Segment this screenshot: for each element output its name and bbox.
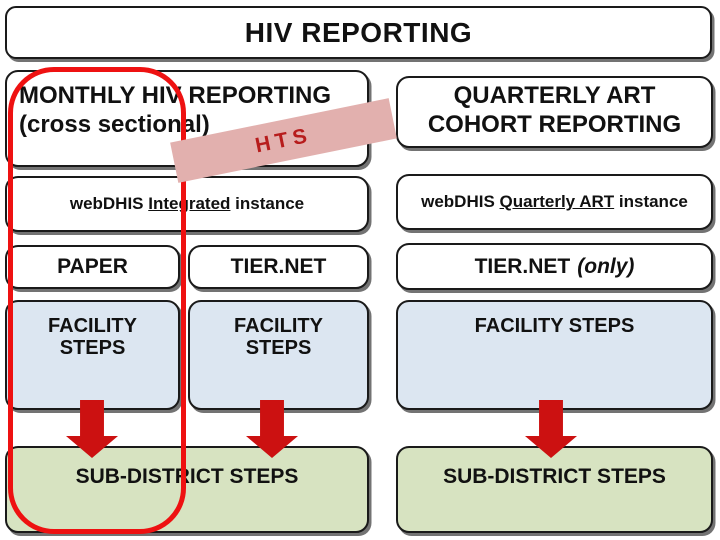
facility-steps-box-quarterly: FACILITY STEPS xyxy=(396,300,713,410)
subdistrict-steps-label: SUB-DISTRICT STEPS xyxy=(443,465,666,488)
facility-steps-label: FACILITY STEPS xyxy=(234,315,323,359)
hts-stamp-label: HTS xyxy=(253,123,314,157)
title-box: HIV REPORTING xyxy=(5,6,712,59)
quarterly-art-cohort-reporting-box: QUARTERLY ART COHORT REPORTING xyxy=(396,76,713,148)
facility-steps-label: FACILITY STEPS xyxy=(48,315,137,359)
webdhis-quarterly-art-instance-box: webDHIS Quarterly ART instance xyxy=(396,174,713,230)
quarterly-instance-label: webDHIS Quarterly ART instance xyxy=(421,192,688,211)
tiernet-only-box: TIER.NET (only) xyxy=(396,243,713,290)
tiernet-label: TIER.NET xyxy=(230,255,327,278)
quarterly-header-line1: QUARTERLY ART xyxy=(453,82,656,109)
paper-box: PAPER xyxy=(5,245,180,289)
paper-label: PAPER xyxy=(57,255,128,278)
tiernet-only-label: TIER.NET xyxy=(474,254,571,278)
webdhis-integrated-instance-box: webDHIS Integrated instance xyxy=(5,176,369,232)
monthly-header-line1: MONTHLY HIV REPORTING xyxy=(19,82,332,109)
facility-steps-box-paper: FACILITY STEPS xyxy=(5,300,180,410)
page-title: HIV REPORTING xyxy=(244,16,473,48)
tiernet-box: TIER.NET xyxy=(188,245,369,289)
quarterly-header-line2: COHORT REPORTING xyxy=(427,111,682,139)
facility-steps-box-tiernet: FACILITY STEPS xyxy=(188,300,369,410)
monthly-header-line2: (cross sectional) xyxy=(19,111,210,139)
tiernet-only-note: (only) xyxy=(577,254,635,278)
integrated-instance-label: webDHIS Integrated instance xyxy=(69,194,305,213)
facility-steps-label: FACILITY STEPS xyxy=(474,315,635,337)
subdistrict-steps-box-quarterly: SUB-DISTRICT STEPS xyxy=(396,446,713,533)
subdistrict-steps-box-monthly: SUB-DISTRICT STEPS xyxy=(5,446,369,533)
subdistrict-steps-label: SUB-DISTRICT STEPS xyxy=(75,465,299,488)
